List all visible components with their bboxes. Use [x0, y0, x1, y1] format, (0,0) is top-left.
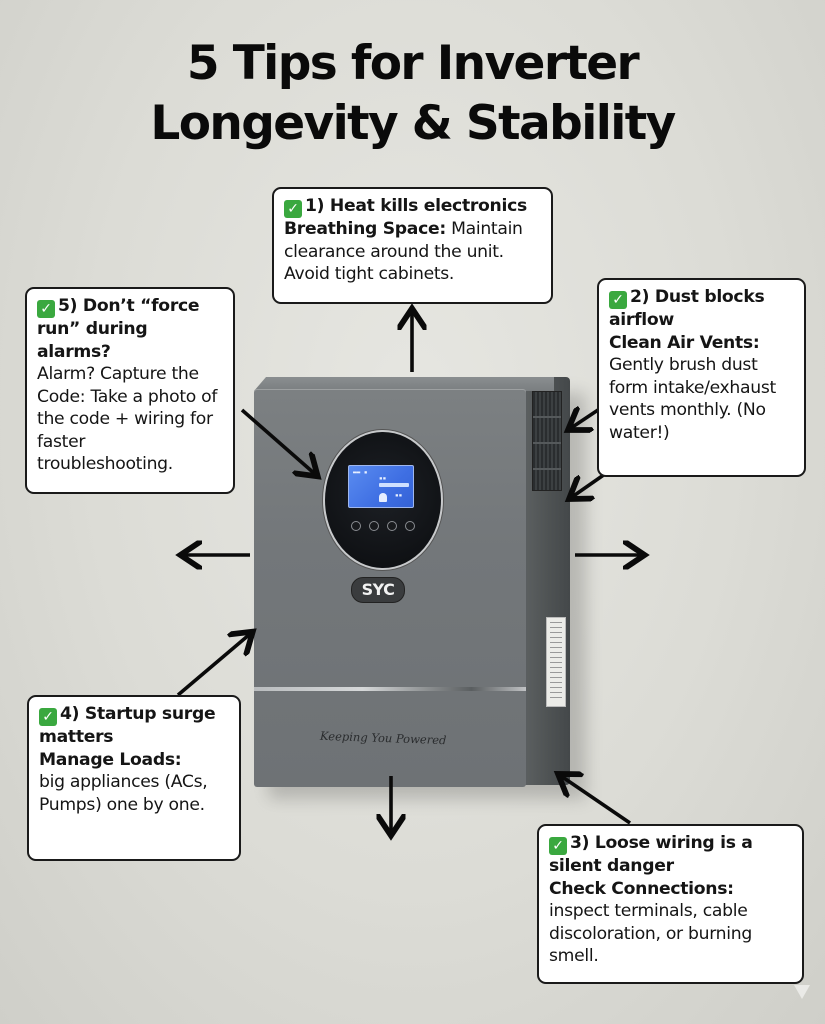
callout-tip-1: ✓1) Heat kills electronics Breathing Spa… — [272, 187, 553, 304]
device-slogan: Keeping You Powered — [319, 728, 447, 748]
callout-tip-2: ✓2) Dust blocks airflow Clean Air Vents:… — [597, 278, 806, 477]
tip-5-body: Alarm? Capture the Code: Take a photo of… — [37, 364, 218, 474]
user-status-icon — [379, 493, 387, 502]
inverter-top-edge — [254, 377, 554, 391]
check-mark-icon: ✓ — [37, 300, 55, 318]
inverter-device: ▬▬ ▪ ▪▪ ▪▪ SYC Keeping You Powered — [254, 377, 586, 799]
check-mark-icon: ✓ — [284, 200, 302, 218]
lcd-screen: ▬▬ ▪ ▪▪ ▪▪ — [348, 465, 414, 508]
tip-4-heading: 4) Startup surge matters — [39, 704, 216, 747]
control-button-1[interactable] — [351, 521, 361, 531]
control-button-2[interactable] — [369, 521, 379, 531]
tip-4-body: big appliances (ACs, Pumps) one by one. — [39, 772, 208, 815]
brand-logo: SYC — [351, 577, 405, 603]
tip-2-subheading: Clean Air Vents: — [609, 332, 760, 353]
tip-2-body: Gently brush dust form intake/exhaust ve… — [609, 355, 776, 443]
control-buttons — [351, 521, 415, 533]
check-mark-icon: ✓ — [549, 837, 567, 855]
spec-label-sticker — [546, 617, 566, 707]
inverter-side-panel — [524, 377, 570, 785]
control-button-4[interactable] — [405, 521, 415, 531]
front-panel-seam — [254, 687, 526, 691]
display-bezel: ▬▬ ▪ ▪▪ ▪▪ — [323, 430, 443, 570]
page-title: 5 Tips for Inverter Longevity & Stabilit… — [0, 34, 825, 154]
tip-1-body: Maintain clearance around the unit. Avoi… — [284, 219, 523, 284]
control-button-3[interactable] — [387, 521, 397, 531]
tip-4-subheading: Manage Loads: — [39, 749, 182, 770]
check-mark-icon: ✓ — [609, 291, 627, 309]
tip-1-subheading: Breathing Space: — [284, 219, 446, 239]
callout-tip-4: ✓4) Startup surge matters Manage Loads: … — [27, 695, 241, 861]
tip-1-heading: 1) Heat kills electronics — [305, 196, 527, 216]
check-mark-icon: ✓ — [39, 708, 57, 726]
watermark-glyph — [794, 985, 810, 999]
arrow-tip4-bottom-left — [176, 634, 250, 697]
title-line-2: Longevity & Stability — [150, 96, 676, 151]
tip-2-heading: 2) Dust blocks airflow — [609, 287, 765, 330]
callout-tip-3: ✓3) Loose wiring is a silent danger Chec… — [537, 824, 804, 984]
tip-3-heading: 3) Loose wiring is a silent danger — [549, 833, 753, 876]
tip-5-heading: 5) Don’t “force run” during alarms? — [37, 296, 200, 362]
callout-tip-5: ✓5) Don’t “force run” during alarms? Ala… — [25, 287, 235, 494]
title-line-1: 5 Tips for Inverter — [186, 36, 640, 91]
tip-3-body: inspect terminals, cable discoloration, … — [549, 901, 752, 966]
inverter-front-panel: ▬▬ ▪ ▪▪ ▪▪ SYC Keeping You Powered — [254, 389, 526, 787]
tip-3-subheading: Check Connections: — [549, 878, 734, 899]
air-vent-grille — [532, 391, 562, 491]
